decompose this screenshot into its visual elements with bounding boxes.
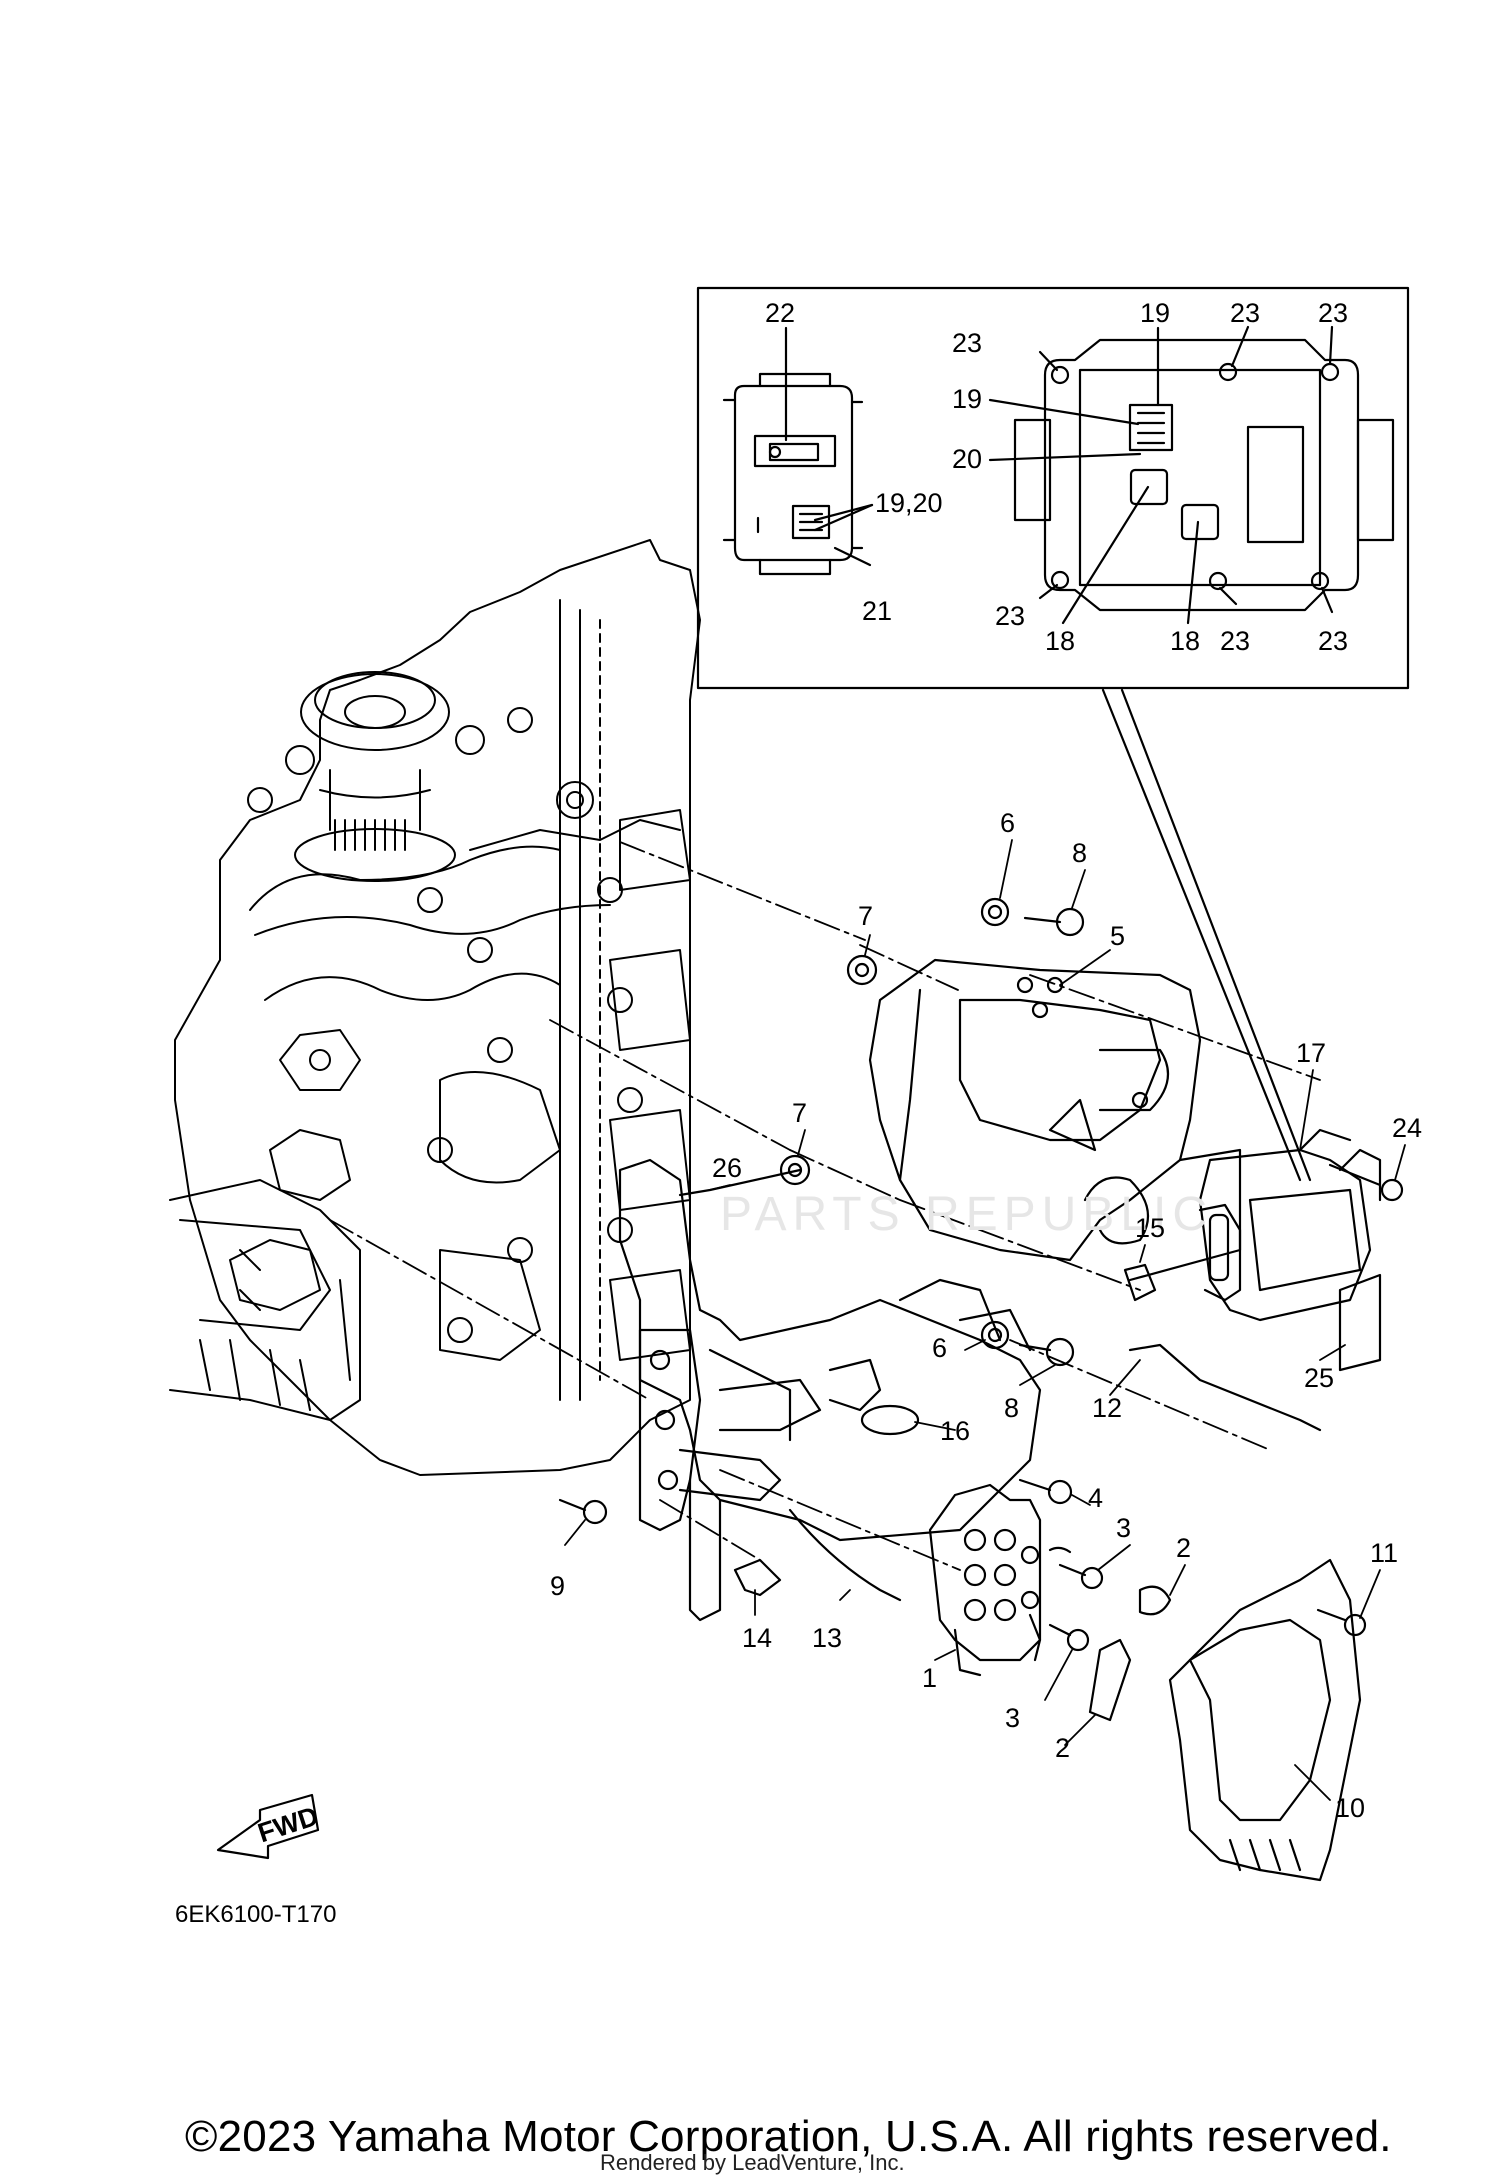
inset-callout: 23	[952, 328, 982, 358]
inset-frame	[696, 286, 1410, 690]
label-plate	[1338, 1273, 1382, 1372]
connector-housing	[722, 372, 864, 576]
main-callout: 6	[1000, 808, 1015, 838]
main-callout: 1	[922, 1663, 937, 1693]
main-callout: 5	[1110, 921, 1125, 951]
main-callout: 25	[1304, 1363, 1334, 1393]
inset-callout: 21	[862, 596, 892, 626]
main-callout: 8	[1072, 838, 1087, 868]
inset-callout: 20	[952, 444, 982, 474]
inset-callout: 23	[1318, 626, 1348, 656]
inset-callout: 23	[1318, 298, 1348, 328]
main-callout: 10	[1335, 1793, 1365, 1823]
lower-bracket	[618, 1158, 1042, 1622]
main-callout: 4	[1088, 1483, 1103, 1513]
main-callout: 14	[742, 1623, 772, 1653]
inset-callout: 18	[1045, 626, 1075, 656]
inset-callout: 23	[1230, 298, 1260, 328]
main-bracket	[868, 958, 1242, 1282]
inset-callout: 19	[952, 384, 982, 414]
main-callout: 24	[1392, 1113, 1422, 1143]
inset-callout: 23	[1220, 626, 1250, 656]
main-callout: 7	[792, 1098, 807, 1128]
main-callout: 3	[1116, 1513, 1131, 1543]
watermark: PARTS REPUBLIC	[720, 1188, 1213, 1241]
main-callout: 3	[1005, 1703, 1020, 1733]
inset-callout: 18	[1170, 626, 1200, 656]
cover	[1168, 1558, 1362, 1882]
engine-block	[169, 539, 701, 1476]
inset-callout: 19,20	[875, 488, 943, 518]
rectifier	[928, 1483, 1042, 1677]
main-callout: 15	[1135, 1213, 1165, 1243]
main-callout: 16	[940, 1416, 970, 1446]
main-callout: 13	[812, 1623, 842, 1653]
main-callout: 7	[858, 901, 873, 931]
inset-callout: 19	[1140, 298, 1170, 328]
main-callout: 6	[932, 1333, 947, 1363]
main-callout: 2	[1176, 1533, 1191, 1563]
main-callout: 9	[550, 1571, 565, 1601]
rendered-by-text: Rendered by LeadVenture, Inc.	[600, 2150, 905, 2175]
copyright-text: ©2023 Yamaha Motor Corporation, U.S.A. A…	[185, 2112, 1392, 2161]
fwd-arrow-icon	[216, 1793, 320, 1860]
main-callout: 2	[1055, 1733, 1070, 1763]
inset-callout: 23	[995, 601, 1025, 631]
main-callout: 17	[1296, 1038, 1326, 1068]
ecm-module	[1198, 1128, 1382, 1322]
main-callout: 11	[1370, 1538, 1398, 1568]
main-callout: 8	[1004, 1393, 1019, 1423]
inset-callout: 22	[765, 298, 795, 328]
control-unit-plate	[1013, 338, 1395, 612]
main-callout: 12	[1092, 1393, 1122, 1423]
inset-callouts: 22 19 23 23 23 19 20 19,20 21 23 18 18 23 23	[765, 298, 1348, 656]
main-callout: 26	[712, 1153, 742, 1183]
hardware	[558, 897, 1404, 1722]
diagram-code: 6EK6100-T170	[175, 1901, 336, 1928]
